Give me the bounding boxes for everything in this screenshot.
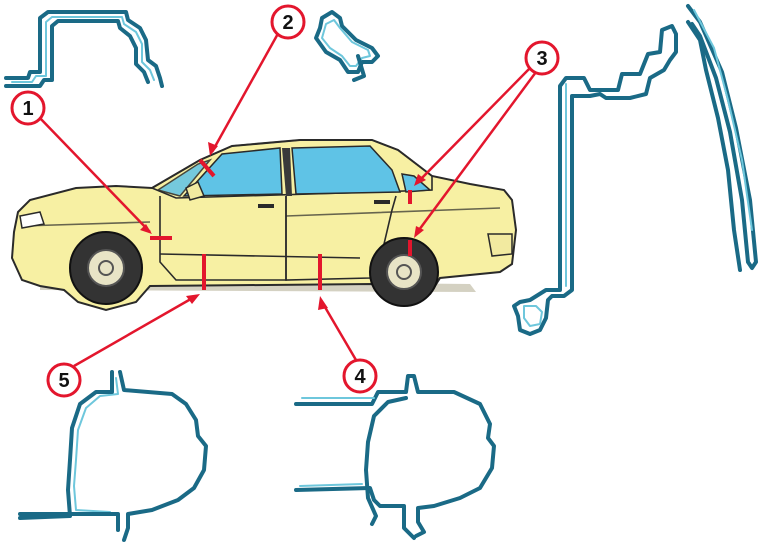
front-wheel: [69, 231, 143, 305]
headlight: [19, 211, 45, 229]
marker-2: [198, 158, 216, 178]
callout-3: 3: [524, 40, 560, 76]
windshield: [156, 158, 213, 197]
car-illustration: [10, 139, 518, 312]
rear-window: [291, 145, 402, 195]
callout-1: 1: [10, 90, 46, 126]
taillight: [487, 233, 513, 257]
section-markers: [150, 158, 412, 290]
callout-4: 4: [342, 358, 378, 394]
b-pillar: [282, 148, 292, 196]
seal-profile-right: [512, 4, 758, 336]
callout-2-label: 2: [282, 12, 293, 34]
callout-1-label: 1: [22, 98, 33, 120]
rear-door-handle: [374, 200, 390, 204]
body-crease: [21, 207, 501, 227]
callout-5-label: 5: [58, 370, 69, 392]
callout-leaders: [37, 29, 538, 368]
callout-2: 2: [270, 4, 306, 40]
seal-profile-bottom-right: [294, 374, 496, 540]
seal-profile-bottom-left: [18, 370, 208, 542]
front-door-handle: [258, 204, 274, 208]
side-moulding: [159, 253, 361, 259]
callout-3-label: 3: [536, 48, 547, 70]
callout-5: 5: [46, 362, 82, 398]
seal-profile-top-left: [4, 10, 164, 88]
rear-wheel: [369, 237, 439, 307]
side-mirror: [185, 180, 206, 201]
seal-profile-top-small: [314, 10, 380, 82]
callout-4-label: 4: [354, 366, 366, 388]
